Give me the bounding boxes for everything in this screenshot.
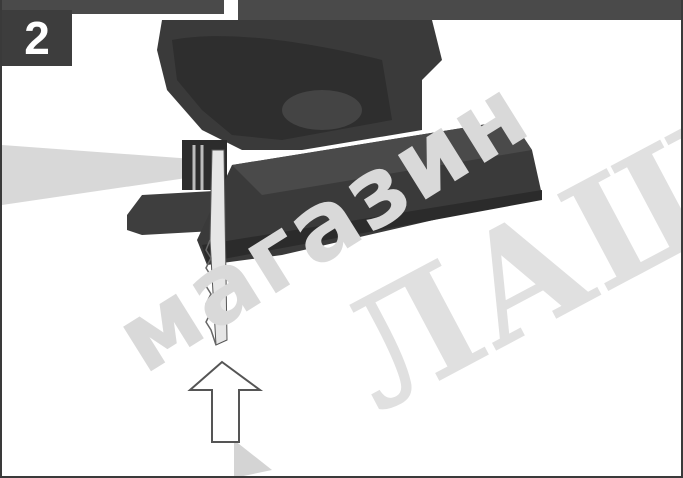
body-highlight bbox=[282, 90, 362, 130]
base-plate-edge bbox=[202, 190, 542, 262]
step-number-badge: 2 bbox=[2, 10, 72, 66]
callout-pointer bbox=[2, 145, 207, 205]
insert-up-arrow bbox=[187, 360, 264, 443]
blade-teeth bbox=[205, 239, 217, 346]
saw-blade bbox=[209, 149, 228, 346]
base-plate-top bbox=[232, 120, 532, 195]
header-bar bbox=[238, 0, 681, 20]
callout-pointer-bottom bbox=[234, 440, 272, 476]
